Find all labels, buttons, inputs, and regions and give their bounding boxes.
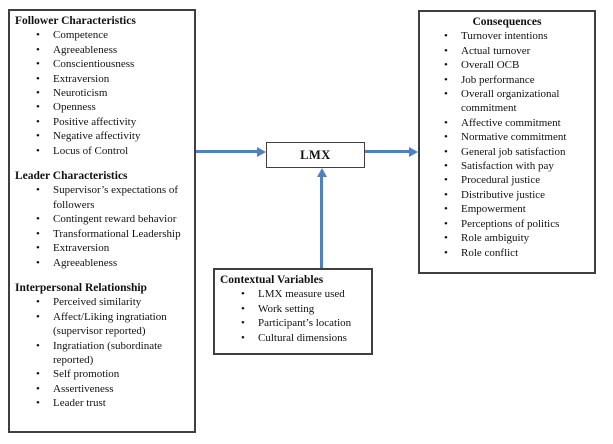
list-item: Conscientiousness [15, 57, 189, 72]
list-item: Normative commitment [425, 130, 589, 145]
list-item: Ingratiation (subordinate reported) [15, 339, 189, 368]
list-item: Job performance [425, 73, 589, 88]
consequences-box: Consequences Turnover intentionsActual t… [418, 10, 596, 274]
list-item: General job satisfaction [425, 145, 589, 160]
list-item: Extraversion [15, 72, 189, 87]
section-title-interpersonal-relationship: Interpersonal Relationship [15, 281, 147, 294]
arrow-antecedents-to-lmx [196, 146, 266, 157]
contextual-variables-list: LMX measure usedWork settingParticipant’… [220, 287, 366, 345]
interpersonal-relationship-list: Perceived similarityAffect/Liking ingrat… [15, 295, 189, 411]
list-item: Negative affectivity [15, 129, 189, 144]
list-item: Satisfaction with pay [425, 159, 589, 174]
arrow-line [320, 177, 323, 268]
lmx-box: LMX [266, 142, 365, 168]
list-item: LMX measure used [220, 287, 366, 302]
arrow-line [196, 150, 257, 153]
list-item: Empowerment [425, 202, 589, 217]
leader-characteristics-section: Leader Characteristics Supervisor’s expe… [15, 169, 189, 270]
list-item: Actual turnover [425, 44, 589, 59]
list-item: Supervisor’s expectations of followers [15, 183, 189, 212]
interpersonal-relationship-section: Interpersonal Relationship Perceived sim… [15, 281, 189, 411]
leader-characteristics-list: Supervisor’s expectations of followersCo… [15, 183, 189, 271]
list-item: Cultural dimensions [220, 331, 366, 346]
list-item: Overall OCB [425, 58, 589, 73]
contextual-variables-box: Contextual Variables LMX measure usedWor… [213, 268, 373, 355]
list-item: Overall organizational commitment [425, 87, 589, 116]
follower-characteristics-list: CompetenceAgreeablenessConscientiousness… [15, 28, 189, 158]
list-item: Work setting [220, 302, 366, 317]
section-title-consequences: Consequences [472, 16, 542, 28]
list-item: Perceptions of politics [425, 217, 589, 232]
lmx-label: LMX [300, 147, 331, 162]
list-item: Assertiveness [15, 382, 189, 397]
list-item: Openness [15, 100, 189, 115]
list-item: Competence [15, 28, 189, 43]
arrow-head-up-icon [316, 168, 327, 177]
section-title-contextual-variables: Contextual Variables [220, 274, 324, 286]
follower-characteristics-section: Follower Characteristics CompetenceAgree… [15, 14, 189, 158]
list-item: Procedural justice [425, 173, 589, 188]
list-item: Affective commitment [425, 116, 589, 131]
arrow-lmx-to-consequences [365, 146, 418, 157]
list-item: Agreeableness [15, 256, 189, 271]
arrow-head-right-icon [409, 146, 418, 157]
list-item: Contingent reward behavior [15, 212, 189, 227]
list-item: Perceived similarity [15, 295, 189, 310]
list-item: Participant’s location [220, 316, 366, 331]
list-item: Turnover intentions [425, 29, 589, 44]
consequences-list: Turnover intentionsActual turnoverOveral… [425, 29, 589, 260]
list-item: Leader trust [15, 396, 189, 411]
arrow-contextual-to-lmx [316, 168, 327, 268]
arrow-head-right-icon [257, 146, 266, 157]
antecedents-box: Follower Characteristics CompetenceAgree… [8, 9, 196, 433]
list-item: Affect/Liking ingratiation (supervisor r… [15, 310, 189, 339]
list-item: Neuroticism [15, 86, 189, 101]
section-title-leader-characteristics: Leader Characteristics [15, 170, 128, 183]
list-item: Role ambiguity [425, 231, 589, 246]
arrow-line [365, 150, 409, 153]
list-item: Agreeableness [15, 43, 189, 58]
list-item: Self promotion [15, 367, 189, 382]
list-item: Extraversion [15, 241, 189, 256]
list-item: Role conflict [425, 246, 589, 261]
list-item: Locus of Control [15, 144, 189, 159]
list-item: Transformational Leadership [15, 227, 189, 242]
list-item: Positive affectivity [15, 115, 189, 130]
section-title-follower-characteristics: Follower Characteristics [15, 15, 136, 27]
list-item: Distributive justice [425, 188, 589, 203]
